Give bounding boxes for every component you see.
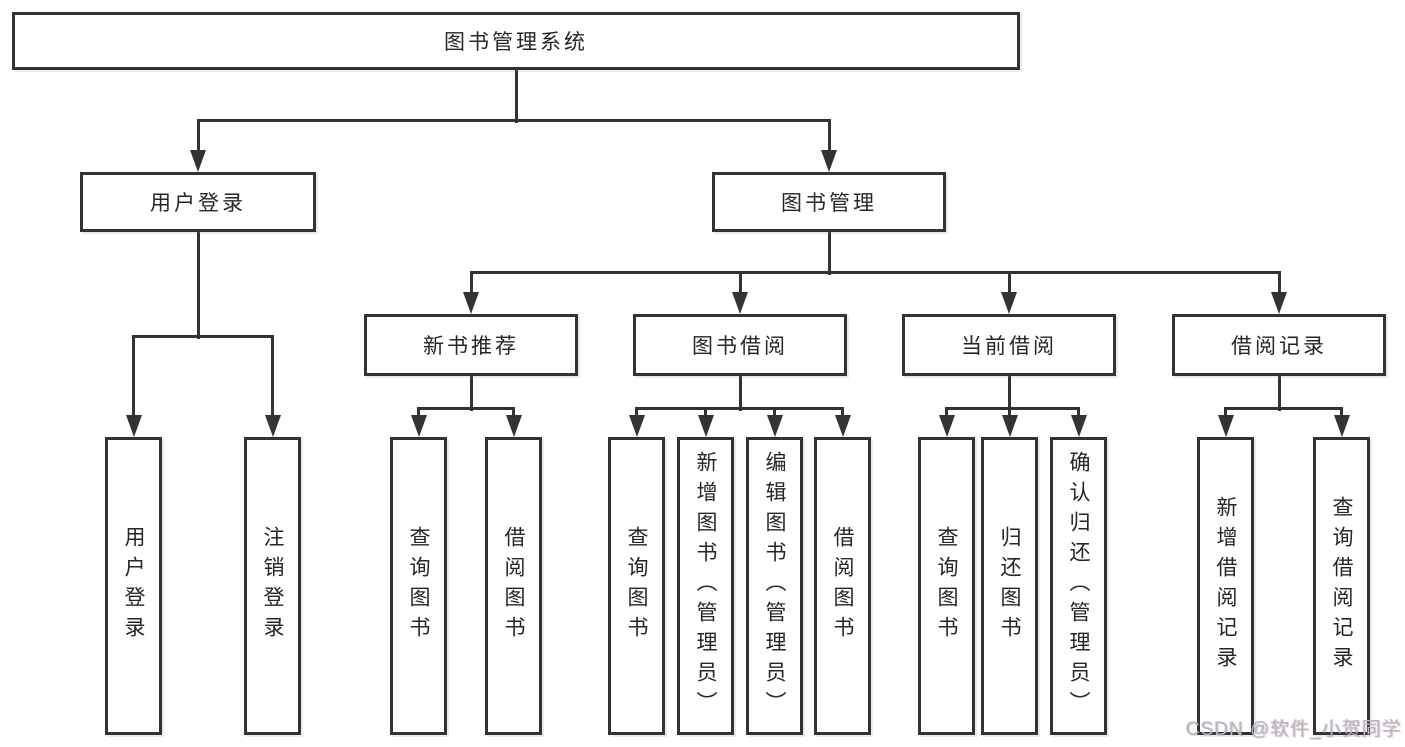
- node-query-books-recommend: 查询图书: [390, 437, 447, 735]
- connector-line: [1224, 406, 1343, 410]
- node-current-borrowing: 当前借阅: [902, 314, 1116, 376]
- connector-line: [738, 272, 742, 294]
- node-new-book-recommendation: 新书推荐: [364, 314, 578, 376]
- node-label: 借阅图书: [831, 526, 854, 646]
- arrow-down-icon: [938, 415, 955, 437]
- node-label: 查询图书: [935, 526, 958, 646]
- node-logout-login: 注销登录: [244, 437, 301, 735]
- connector-line: [514, 70, 518, 123]
- node-label: 用户登录: [150, 192, 246, 215]
- node-label: 图书借阅: [692, 335, 788, 358]
- connector-line: [469, 270, 1281, 274]
- arrow-down-icon: [1333, 415, 1350, 437]
- node-edit-book-admin: 编辑图书（管理员）: [746, 437, 803, 735]
- node-add-borrow-record: 新增借阅记录: [1197, 437, 1254, 735]
- node-confirm-return-admin: 确认归还（管理员）: [1050, 437, 1107, 735]
- arrow-down-icon: [732, 292, 748, 314]
- node-add-book-admin: 新增图书（管理员）: [677, 437, 734, 735]
- arrow-down-icon: [1001, 292, 1017, 314]
- arrow-down-icon: [505, 415, 522, 437]
- connector-line: [1007, 272, 1011, 294]
- node-label: 注销登录: [261, 526, 284, 646]
- node-return-book: 归还图书: [981, 437, 1038, 735]
- arrow-down-icon: [190, 150, 206, 172]
- connector-line: [827, 232, 831, 275]
- node-query-borrow-record: 查询借阅记录: [1313, 437, 1370, 735]
- node-label: 借阅图书: [502, 526, 525, 646]
- node-book-management: 图书管理: [712, 172, 946, 232]
- node-user-login: 用户登录: [80, 172, 316, 232]
- node-library-system: 图书管理系统: [12, 12, 1020, 70]
- connector-line: [132, 334, 274, 338]
- node-label: 确认归还（管理员）: [1067, 451, 1090, 721]
- connector-line: [773, 408, 776, 417]
- node-label: 用户登录: [122, 526, 145, 646]
- arrow-down-icon: [834, 415, 851, 437]
- connector-line: [1340, 408, 1343, 417]
- node-label: 查询图书: [407, 526, 430, 646]
- csdn-watermark: CSDN @软件_小贺同学: [1186, 719, 1402, 740]
- node-user-login-leaf: 用户登录: [105, 437, 162, 735]
- connector-line: [417, 408, 420, 417]
- connector-line: [196, 120, 200, 152]
- arrow-down-icon: [264, 415, 281, 437]
- node-label: 借阅记录: [1231, 335, 1327, 358]
- node-borrow-books: 借阅图书: [814, 437, 871, 735]
- node-label: 图书管理系统: [444, 31, 588, 54]
- arrow-down-icon: [1271, 292, 1287, 314]
- connector-line: [945, 408, 948, 417]
- node-label: 查询借阅记录: [1330, 496, 1353, 676]
- arrow-down-icon: [628, 415, 645, 437]
- connector-line: [196, 232, 200, 339]
- connector-line: [271, 336, 274, 417]
- connector-line: [1077, 408, 1080, 417]
- connector-line: [1277, 272, 1281, 294]
- node-label: 新书推荐: [423, 335, 519, 358]
- node-label: 图书管理: [781, 192, 877, 215]
- node-label: 查询图书: [625, 526, 648, 646]
- connector-line: [512, 408, 515, 417]
- connector-line: [1008, 408, 1011, 417]
- arrow-down-icon: [821, 150, 837, 172]
- arrow-down-icon: [766, 415, 783, 437]
- connector-line: [1007, 376, 1011, 411]
- connector-line: [635, 408, 638, 417]
- node-query-books-current: 查询图书: [918, 437, 975, 735]
- node-borrowing-records: 借阅记录: [1172, 314, 1386, 376]
- connector-line: [635, 406, 844, 410]
- node-label: 新增借阅记录: [1214, 496, 1237, 676]
- node-label: 当前借阅: [961, 335, 1057, 358]
- connector-line: [417, 406, 515, 410]
- arrow-down-icon: [463, 292, 479, 314]
- connector-line: [469, 272, 473, 294]
- connector-line: [827, 120, 831, 152]
- arrow-down-icon: [1001, 415, 1018, 437]
- connector-line: [132, 336, 135, 417]
- node-query-books-borrowing: 查询图书: [608, 437, 665, 735]
- connector-line: [1277, 376, 1281, 411]
- arrow-down-icon: [697, 415, 714, 437]
- connector-line: [738, 376, 742, 411]
- connector-line: [469, 376, 473, 411]
- arrow-down-icon: [125, 415, 142, 437]
- connector-line: [1224, 408, 1227, 417]
- arrow-down-icon: [1217, 415, 1234, 437]
- node-book-borrowing: 图书借阅: [633, 314, 847, 376]
- connector-line: [841, 408, 844, 417]
- arrow-down-icon: [410, 415, 427, 437]
- connector-line: [704, 408, 707, 417]
- connector-line: [196, 118, 831, 122]
- node-borrow-books-recommend: 借阅图书: [485, 437, 542, 735]
- node-label: 编辑图书（管理员）: [763, 451, 786, 721]
- connector-line: [945, 406, 1080, 410]
- node-label: 新增图书（管理员）: [694, 451, 717, 721]
- node-label: 归还图书: [998, 526, 1021, 646]
- arrow-down-icon: [1070, 415, 1087, 437]
